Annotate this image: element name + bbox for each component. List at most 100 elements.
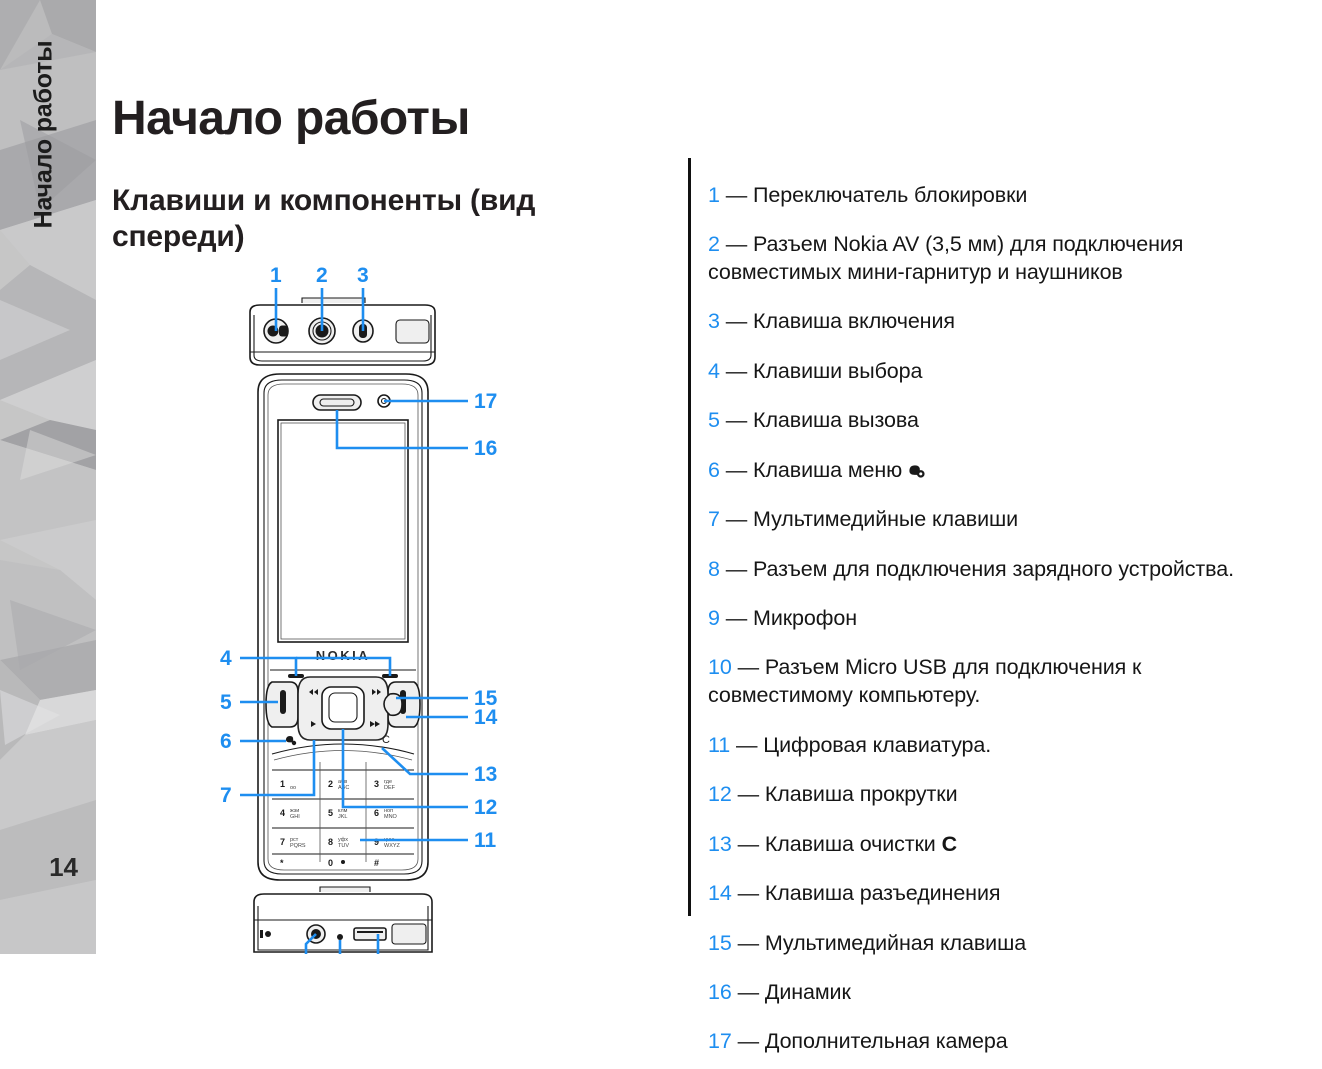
callout-text: Клавиша вызова (753, 408, 919, 433)
svg-text:5: 5 (328, 808, 333, 818)
section-title: Клавиши и компоненты (вид спереди) (112, 183, 536, 254)
list-item: 17 — Дополнительная камера (708, 1028, 1268, 1056)
callout-number: 10 (708, 655, 732, 680)
svg-text:9: 9 (374, 837, 379, 847)
chapter-label: Начало работы (29, 40, 58, 229)
callout-number: 6 (708, 457, 720, 482)
callout-dash: — (725, 457, 748, 482)
page-content: Начало работы Клавиши и компоненты (вид … (100, 0, 1322, 1053)
callout-number: 5 (708, 408, 720, 433)
callout-leaders-top: 1 2 3 (270, 264, 369, 331)
list-item: 8 — Разъем для подключения зарядного уст… (708, 556, 1268, 584)
phone-diagram-svg: .ln{fill:none;stroke:#1a1a1a;stroke-widt… (220, 264, 498, 954)
svg-text:TUV: TUV (338, 843, 349, 849)
svg-text:#: # (374, 858, 379, 868)
list-item: 14 — Клавиша разъединения (708, 880, 1268, 908)
svg-text:oo: oo (290, 785, 296, 791)
callout-number: 16 (708, 979, 732, 1004)
callout-marker-4: 4 (220, 647, 232, 670)
callout-leaders-4: 4 (220, 647, 392, 676)
callout-text: Клавиша разъединения (764, 881, 1001, 906)
callout-marker-1: 1 (270, 264, 282, 287)
callout-text: Микрофон (753, 605, 857, 630)
phone-front-view: NOKIA (257, 373, 429, 881)
callout-text: Клавиши выбора (753, 358, 923, 383)
svg-text:*: * (280, 858, 284, 868)
callout-leaders-right: 15 14 13 12 11 (341, 687, 498, 852)
callout-text: Цифровая клавиатура. (763, 732, 992, 757)
callout-leaders-left: 5 6 7 (220, 691, 316, 807)
svg-text:MNO: MNO (384, 814, 398, 820)
list-item: 2 — Разъем Nokia AV (3,5 мм) для подключ… (708, 231, 1268, 287)
list-item: 16 — Динамик (708, 979, 1268, 1007)
page-title: Начало работы (112, 92, 470, 146)
callout-text: Разъем Nokia AV (3,5 мм) для подключения… (708, 231, 1184, 284)
svg-text:клм: клм (338, 808, 348, 814)
callout-number: 4 (708, 358, 720, 383)
callout-number: 8 (708, 556, 720, 581)
sidebar-divider (96, 0, 100, 954)
callout-dash: — (736, 732, 758, 757)
svg-text:PQRS: PQRS (290, 843, 306, 849)
svg-text:WXYZ: WXYZ (384, 843, 401, 849)
callout-dash: — (725, 408, 748, 433)
callout-marker-17: 17 (474, 390, 497, 413)
list-item: 10 — Разъем Micro USB для подключения к … (708, 654, 1268, 710)
svg-text:0: 0 (328, 858, 333, 868)
callout-marker-3: 3 (357, 264, 369, 287)
callout-marker-14: 14 (474, 706, 498, 729)
callout-number: 17 (708, 1029, 732, 1054)
list-item: 7 — Мультимедийные клавиши (708, 506, 1268, 534)
list-item: 1 — Переключатель блокировки (708, 182, 1268, 210)
callout-text: Разъем для подключения зарядного устройс… (753, 556, 1234, 581)
callout-number: 15 (708, 930, 732, 955)
callout-marker-12: 12 (474, 796, 497, 819)
menu-key (286, 736, 297, 746)
callout-dash: — (725, 309, 748, 334)
callout-marker-11: 11 (474, 829, 497, 852)
callout-text: Мультимедийная клавиша (764, 930, 1027, 955)
phone-bottom-edge-view (253, 886, 433, 954)
callout-dash: — (725, 231, 748, 256)
callout-marker-16: 16 (474, 437, 497, 460)
svg-text:7: 7 (280, 837, 285, 847)
phone-diagram-figure: .ln{fill:none;stroke:#1a1a1a;stroke-widt… (210, 262, 540, 954)
callout-list: 1 — Переключатель блокировки 2 — Разъем … (708, 160, 1268, 1069)
callout-dash: — (725, 556, 748, 581)
svg-text:2: 2 (328, 779, 333, 789)
svg-text:1: 1 (280, 779, 285, 789)
callout-dash: — (737, 979, 760, 1004)
callout-text: Клавиша прокрутки (764, 782, 958, 807)
callout-text: Динамик (764, 979, 851, 1004)
list-item: 13 — Клавиша очистки C (708, 831, 1268, 859)
svg-text:DEF: DEF (384, 785, 396, 791)
callout-marker-5: 5 (220, 691, 232, 714)
list-item: 4 — Клавиши выбора (708, 358, 1268, 386)
svg-text:3: 3 (374, 779, 379, 789)
page-number: 14 (49, 852, 78, 882)
callout-dash: — (725, 358, 748, 383)
chapter-sidebar: Начало работы 14 (0, 0, 96, 954)
sidebar-polygon-pattern (0, 0, 96, 954)
svg-text:GHI: GHI (290, 814, 300, 820)
callout-number: 7 (708, 507, 720, 532)
callout-dash: — (725, 507, 748, 532)
svg-text:где: где (384, 779, 392, 785)
svg-text:ноп: ноп (384, 808, 393, 814)
callout-marker-2: 2 (316, 264, 328, 287)
clear-key-label: C (941, 831, 958, 856)
callout-text: Дополнительная камера (764, 1029, 1008, 1054)
callout-marker-15: 15 (474, 687, 498, 710)
callout-dash: — (737, 881, 760, 906)
callout-text: Разъем Micro USB для подключения к совме… (708, 655, 1142, 708)
callout-text: Мультимедийные клавиши (753, 507, 1019, 532)
callout-dash: — (725, 605, 748, 630)
callout-dash: — (737, 831, 760, 856)
svg-text:NOKIA: NOKIA (316, 648, 370, 663)
callout-text: Переключатель блокировки (753, 182, 1028, 207)
svg-text:6: 6 (374, 808, 379, 818)
clear-key: C (382, 734, 390, 746)
callout-marker-6: 6 (220, 730, 232, 753)
multimedia-keys (309, 689, 381, 727)
list-item: 12 — Клавиша прокрутки (708, 781, 1268, 809)
